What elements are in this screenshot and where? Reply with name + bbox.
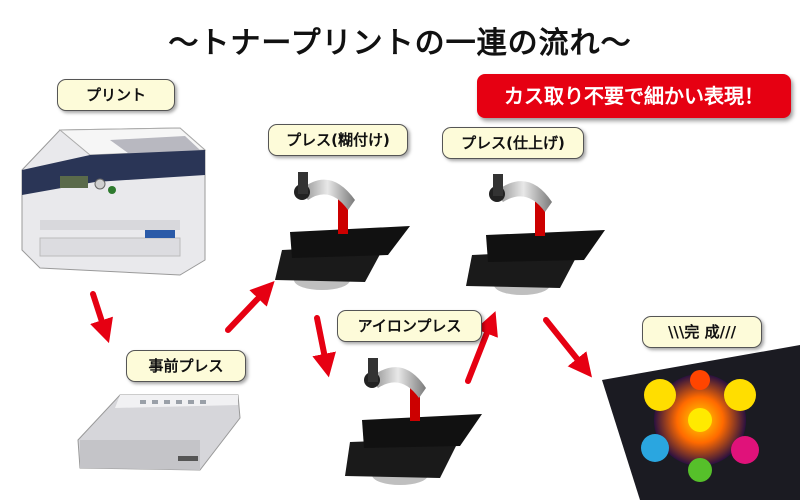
step-label-press-finish: プレス(仕上げ) xyxy=(442,127,584,159)
heat-press-image xyxy=(345,358,482,485)
step-label-print: プリント xyxy=(57,79,175,111)
flow-arrows xyxy=(90,281,592,384)
printer-image xyxy=(21,127,207,276)
step-label-press-glue: プレス(糊付け) xyxy=(268,124,408,156)
heat-press-image xyxy=(466,174,605,295)
arrow-icon xyxy=(225,281,275,333)
finished-print-image xyxy=(602,345,800,500)
arrow-icon xyxy=(465,311,498,384)
heat-press-image xyxy=(275,172,410,290)
step-label-pre-press: 事前プレス xyxy=(126,350,246,382)
laminator-image xyxy=(77,394,241,471)
page-title: 〜トナープリントの一連の流れ〜 xyxy=(168,26,632,61)
arrow-icon xyxy=(543,317,592,378)
step-label-done: \\\完 成/// xyxy=(642,316,762,348)
arrow-icon xyxy=(312,315,336,378)
arrow-icon xyxy=(90,291,113,344)
step-label-iron-press: アイロンプレス xyxy=(337,310,482,342)
highlight-callout: カス取り不要で細かい表現！ xyxy=(477,74,791,118)
